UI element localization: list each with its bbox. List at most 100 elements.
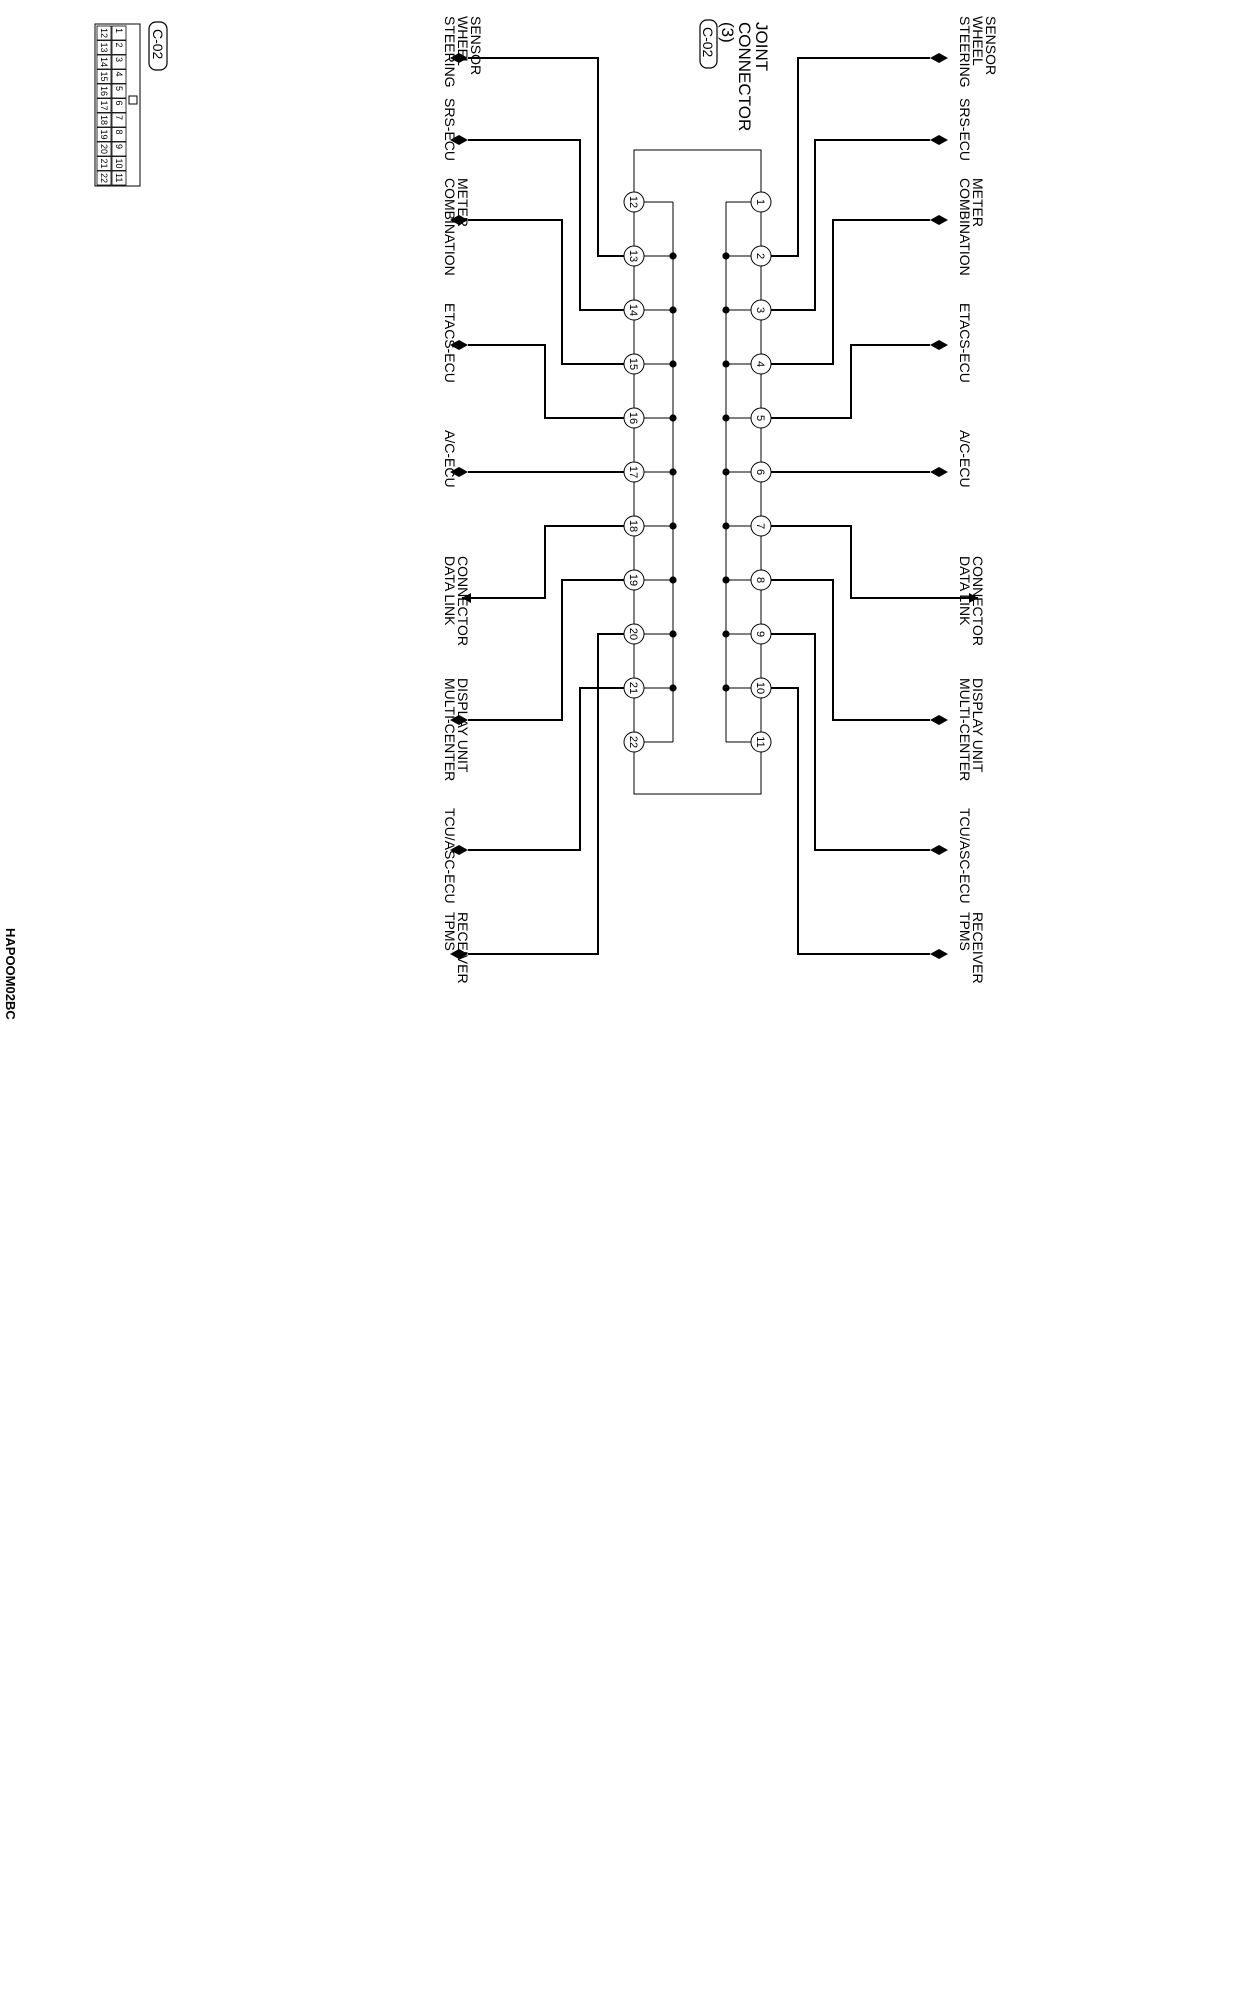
wire-9-tcu (771, 633, 948, 855)
pin-circle (750, 191, 772, 213)
pin-number: 15 (627, 358, 639, 370)
label-line: TPMS (957, 912, 973, 951)
pin-2: 2 (722, 245, 772, 267)
label-line: MULTI-CENTER (957, 678, 973, 781)
label-line: STEERING (957, 16, 973, 88)
pin-21: 21 (623, 677, 677, 699)
pin-number: 13 (627, 250, 639, 262)
label-line: RECEIVER (455, 912, 471, 984)
legend-cell (96, 170, 112, 186)
legend-cell (96, 25, 112, 41)
label-line: DATA LINK (957, 556, 973, 626)
legend-cell (96, 69, 112, 84)
pin-16: 16 (623, 407, 677, 429)
pin-1: 1 (726, 191, 772, 213)
wire-13-steering (450, 53, 624, 257)
label-right-tcu: TCU/ASC-ECU (957, 808, 973, 904)
splice-dot (669, 252, 677, 260)
legend-pin: 6 (114, 101, 124, 106)
title-line-1: JOINT (752, 22, 771, 71)
wire-14-srs (450, 135, 624, 311)
wire-10-tpms (771, 687, 948, 959)
legend-pin: 13 (99, 43, 109, 53)
legend-pin: 21 (99, 159, 109, 169)
legend-cell (111, 98, 127, 113)
label-line: DATA LINK (442, 556, 458, 626)
pin-13: 13 (623, 245, 677, 267)
pin-10: 10 (722, 677, 772, 699)
legend-cell (96, 112, 112, 128)
pin-19: 19 (623, 569, 677, 591)
legend-cell (96, 98, 112, 113)
legend-cell (96, 54, 112, 70)
legend-cell (111, 25, 127, 41)
pin-number: 9 (754, 631, 766, 637)
legend-cell (96, 156, 112, 171)
label-right-etacs: ETACS-ECU (957, 303, 973, 383)
pin-6: 6 (722, 461, 772, 483)
legend-cell (96, 127, 112, 142)
diagram-title: JOINT CONNECTOR (3) C-02 (699, 19, 771, 131)
wire-2-steering (771, 53, 948, 257)
label-line: SENSOR (468, 16, 484, 75)
title-badge: C-02 (700, 27, 716, 58)
pin-20: 20 (623, 623, 677, 645)
pin-22: 22 (623, 731, 673, 753)
wire-5-etacs (771, 340, 948, 419)
legend-pin: 14 (99, 57, 109, 67)
label-line: ETACS-ECU (442, 303, 458, 383)
label-line: A/C-ECU (442, 430, 458, 488)
wire-18-dlc (462, 525, 624, 603)
label-line: SRS-ECU (957, 98, 973, 161)
pin-circle (623, 731, 645, 753)
splice-dot (722, 630, 730, 638)
label-line: SENSOR (983, 16, 999, 75)
legend-pin: 2 (114, 43, 124, 48)
wire-8-mcdu (771, 579, 948, 725)
wires (450, 53, 978, 959)
label-line: MULTI-CENTER (442, 678, 458, 781)
label-line: TPMS (442, 912, 458, 951)
label-line: ETACS-ECU (957, 303, 973, 383)
legend-cell (111, 141, 127, 157)
label-right-srs: SRS-ECU (957, 98, 973, 161)
label-line: STEERING (442, 16, 458, 88)
pin-9: 9 (722, 623, 772, 645)
label-line: RECEIVER (970, 912, 986, 984)
splice-dot (722, 360, 730, 368)
legend-cell (111, 40, 127, 55)
pin-4: 4 (722, 353, 772, 375)
wire-7-dlc (771, 525, 978, 603)
label-line: METER (970, 178, 986, 227)
label-line: DISPLAY UNIT (970, 678, 986, 773)
label-right-ac: A/C-ECU (957, 430, 973, 488)
pin-12: 12 (623, 191, 673, 213)
label-line: COMBINATION (442, 178, 458, 276)
pin-18: 18 (623, 515, 677, 537)
legend-pin: 19 (99, 130, 109, 140)
pin-number: 2 (754, 253, 766, 259)
wire-3-srs (771, 135, 948, 311)
legend-pin: 3 (114, 57, 124, 62)
splice-dot (669, 414, 677, 422)
device-labels: STEERINGWHEELSENSORSRS-ECUCOMBINATIONMET… (442, 16, 999, 984)
pin-17: 17 (623, 461, 677, 483)
wire-16-etacs (450, 340, 624, 419)
legend-pin: 8 (114, 130, 124, 135)
pin-number: 12 (627, 196, 639, 208)
label-line: WHEEL (455, 16, 471, 66)
legend-pin: 12 (99, 28, 109, 38)
pin-number: 4 (754, 361, 766, 367)
splice-dot (669, 306, 677, 314)
pin-number: 6 (754, 469, 766, 475)
legend-pin: 11 (114, 173, 124, 182)
label-line: TCU/ASC-ECU (442, 808, 458, 904)
label-line: WHEEL (970, 16, 986, 66)
